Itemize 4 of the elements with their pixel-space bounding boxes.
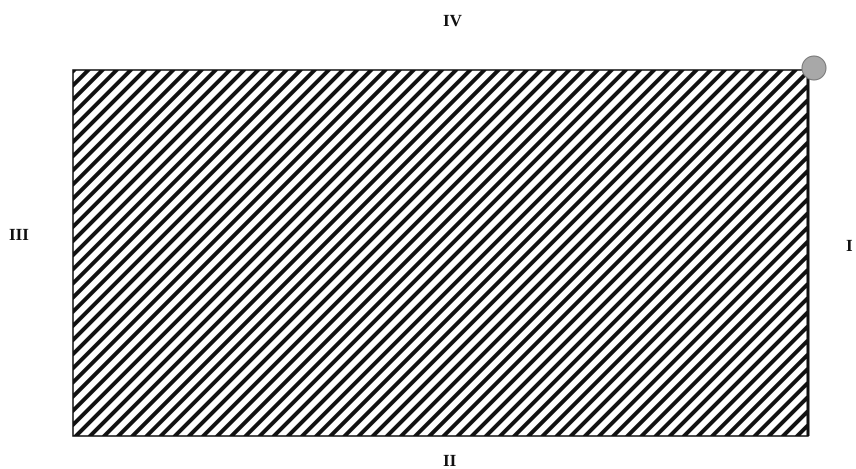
side-label: III xyxy=(9,226,29,243)
side-label: IV xyxy=(443,12,462,29)
side-label: II xyxy=(443,452,456,469)
side-label: I xyxy=(846,237,853,254)
